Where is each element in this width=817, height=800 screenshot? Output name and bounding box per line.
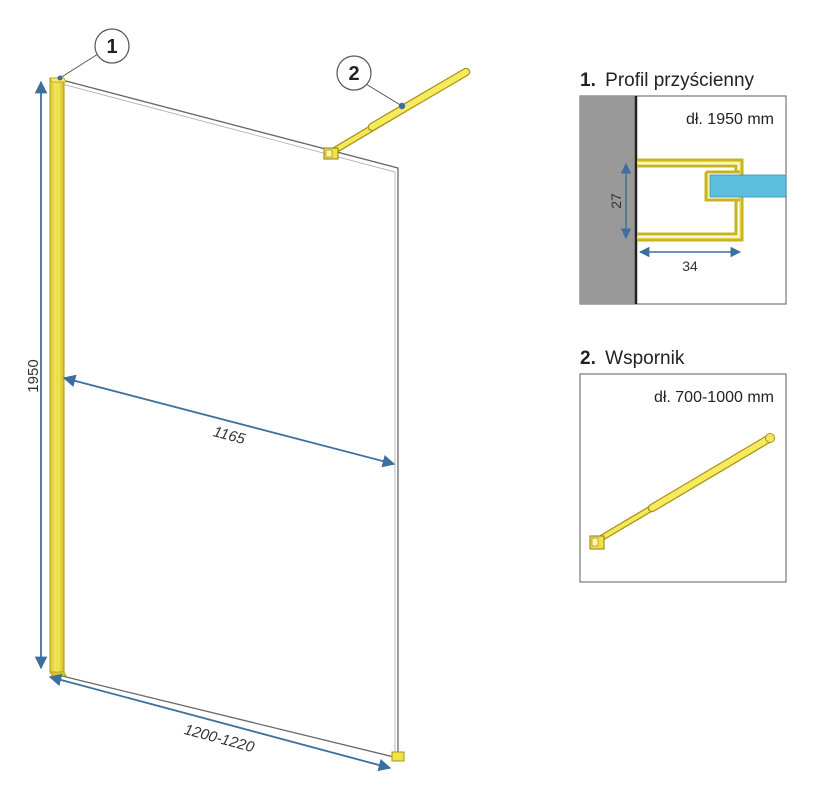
support-bracket	[323, 67, 471, 160]
bracket-length-label: dł. 700-1000 mm	[654, 389, 774, 406]
callout-2: 2	[336, 55, 403, 107]
glass-section	[709, 174, 787, 198]
bracket-panel-number: 2.	[580, 348, 596, 369]
height-dimension: 1950	[25, 80, 48, 670]
glass-panel	[61, 79, 399, 759]
callout-2-number: 2	[348, 63, 359, 85]
profile-detail-panel: 1. Profil przyścienny dł. 1950 mm 27 34	[579, 70, 787, 305]
profile-panel-number: 1.	[580, 70, 596, 91]
u-profile-section	[637, 158, 744, 242]
profile-panel-name: Profil przyścienny	[605, 70, 754, 91]
profile-height-label: 27	[608, 193, 624, 209]
total-width-label: 1200-1220	[182, 721, 256, 756]
callout-1: 1	[57, 28, 130, 81]
main-drawing: 1950 1165 1200-1220 1 2	[25, 28, 471, 772]
height-dimension-label: 1950	[25, 359, 42, 392]
profile-width-label: 34	[682, 258, 698, 274]
bottom-foot	[391, 751, 405, 762]
profile-length-label: dł. 1950 mm	[686, 111, 774, 128]
bracket-illustration	[589, 433, 775, 550]
profile-panel-title: 1. Profil przyścienny	[580, 70, 755, 91]
bracket-detail-panel: 2. Wspornik dł. 700-1000 mm	[579, 348, 787, 583]
wall-profile	[49, 77, 67, 677]
callout-1-number: 1	[106, 36, 117, 58]
bracket-panel-title: 2. Wspornik	[580, 348, 685, 369]
bracket-panel-name: Wspornik	[605, 348, 685, 369]
